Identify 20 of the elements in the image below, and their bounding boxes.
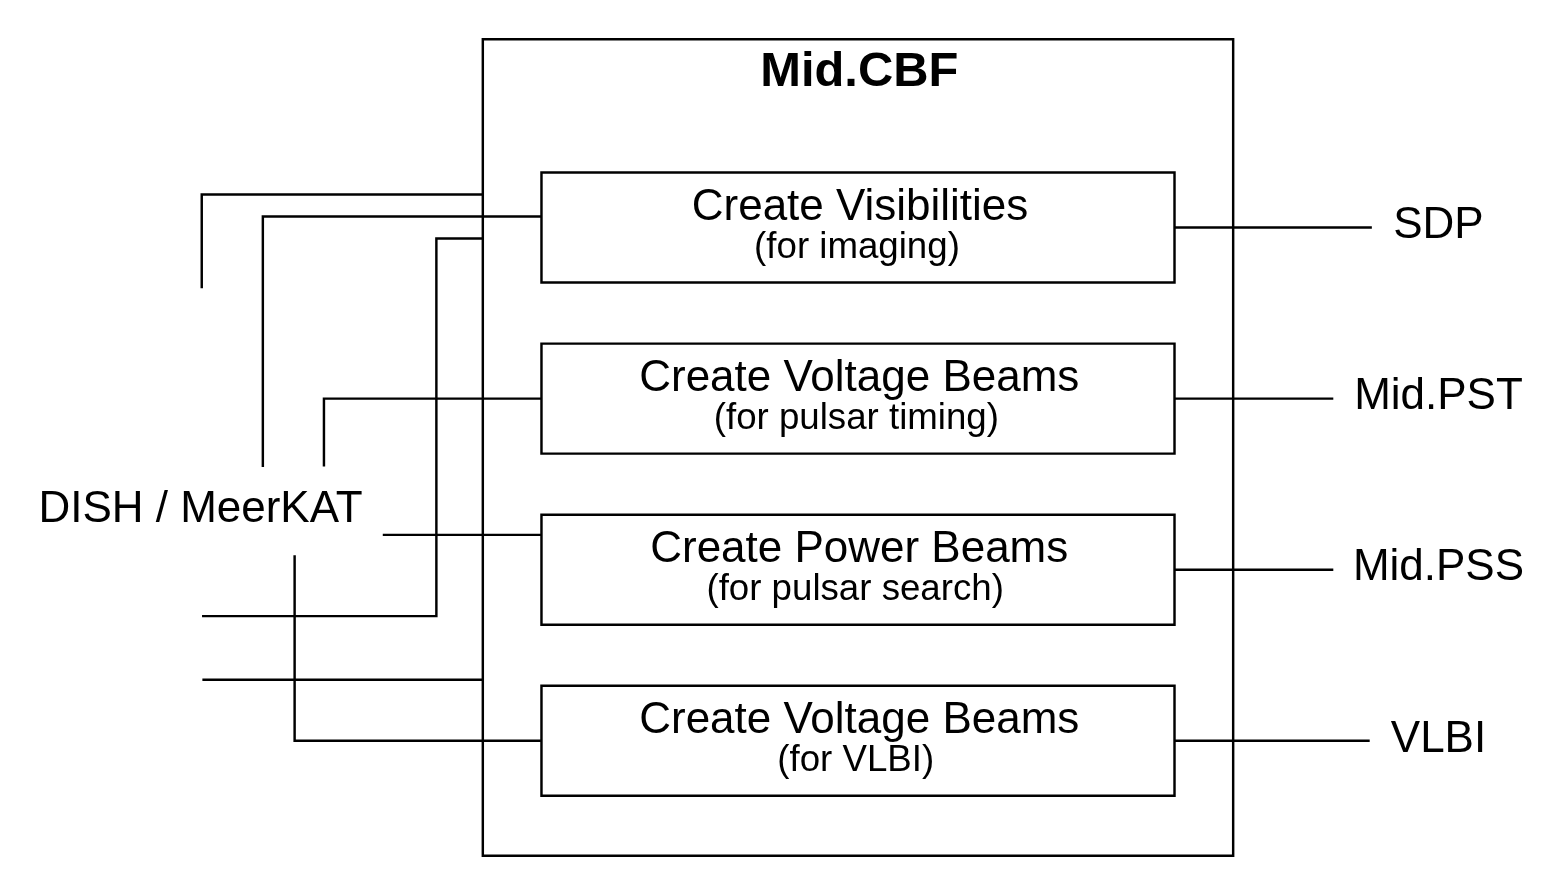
connector bbox=[322, 397, 542, 467]
connector bbox=[202, 237, 483, 618]
node-box: Create Voltage Beams (for pulsar timing) bbox=[540, 342, 1176, 455]
node-text: DISH / MeerKAT bbox=[38, 481, 363, 531]
connector bbox=[1174, 226, 1372, 229]
connector bbox=[261, 215, 542, 467]
connector bbox=[293, 555, 541, 742]
node-box: Create Voltage Beams (for VLBI) bbox=[540, 684, 1176, 797]
connector bbox=[202, 678, 483, 681]
node-text: Mid.PSS bbox=[1352, 540, 1525, 590]
connector bbox=[382, 533, 541, 537]
node-text: SDP bbox=[1393, 198, 1484, 248]
node-box: Create Power Beams (for pulsar search) bbox=[540, 513, 1176, 626]
node-box: Create Visibilities (for imaging) bbox=[540, 171, 1176, 284]
node-text: VLBI bbox=[1390, 711, 1487, 761]
connector bbox=[1174, 397, 1334, 400]
connector bbox=[1174, 739, 1370, 742]
connector bbox=[1174, 568, 1334, 571]
connector bbox=[200, 193, 483, 289]
node-text: Mid.PST bbox=[1354, 369, 1523, 419]
